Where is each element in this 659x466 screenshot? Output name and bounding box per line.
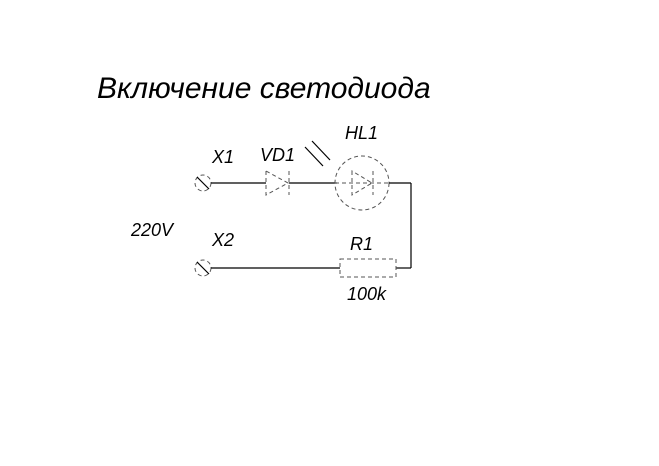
- led-hl1-light-ray-upper: [311, 140, 331, 161]
- supply-voltage-label: 220V: [130, 220, 175, 240]
- resistor-r1-label: R1: [350, 234, 373, 254]
- diagram-title: Включение светодиода: [97, 72, 431, 105]
- diode-vd1: VD1: [260, 145, 295, 196]
- led-hl1-label: HL1: [345, 123, 378, 143]
- resistor-r1-value: 100k: [347, 284, 387, 304]
- resistor-r1: R1 100k: [339, 234, 397, 304]
- led-hl1-triangle: [351, 170, 373, 196]
- terminal-x2-slash: [196, 261, 210, 275]
- terminal-x1-label: X1: [211, 147, 234, 167]
- resistor-r1-body: [339, 258, 397, 278]
- led-hl1-light-ray-lower: [304, 146, 324, 167]
- terminal-x1-slash: [196, 176, 210, 190]
- terminal-x2-label: X2: [211, 230, 234, 250]
- diode-vd1-label: VD1: [260, 145, 295, 165]
- terminal-x2: X2: [194, 230, 234, 277]
- led-hl1: HL1: [304, 123, 390, 211]
- terminal-x1: X1: [194, 147, 234, 192]
- diode-vd1-triangle: [265, 170, 290, 196]
